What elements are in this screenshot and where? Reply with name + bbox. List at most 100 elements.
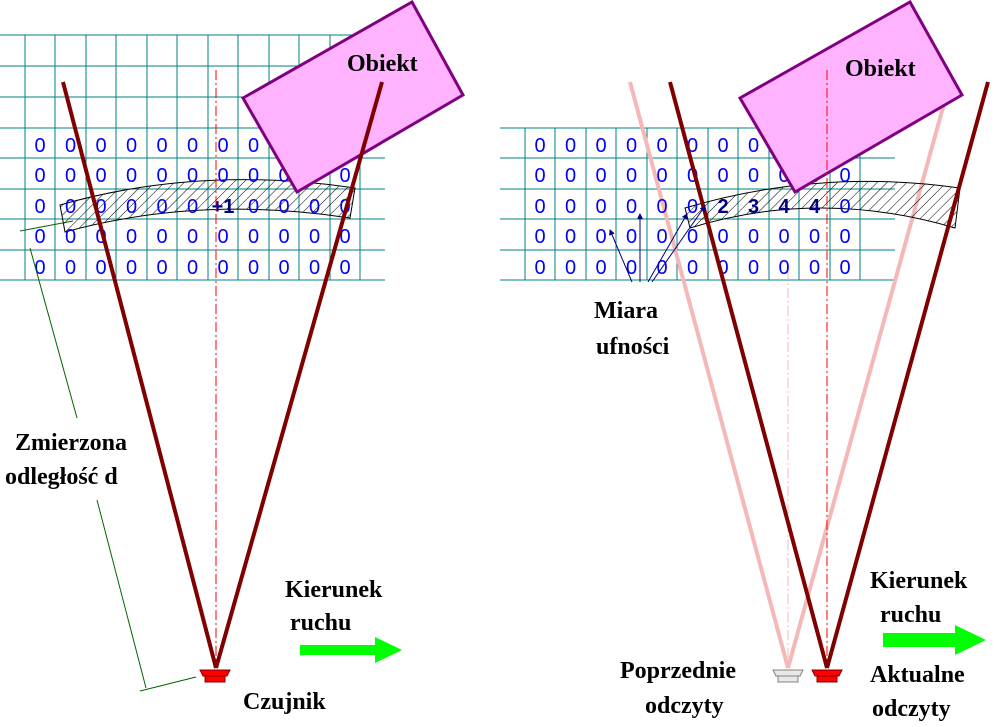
measured-distance-bracket: [19, 220, 197, 692]
grid-cell-value: 0: [626, 226, 637, 248]
grid-cell-value: 0: [778, 257, 789, 279]
grid-cell-value: 0: [278, 165, 289, 187]
grid-cell-value: 0: [687, 165, 698, 187]
grid-cell-value: 0: [65, 165, 76, 187]
grid-cell-value: 0: [278, 196, 289, 218]
grid-cell-value: 0: [217, 135, 228, 157]
grid-cell-value: 0: [717, 226, 728, 248]
grid-cell-value: 0: [809, 226, 820, 248]
grid-cell-value: 0: [565, 196, 576, 218]
grid-cell-value: 0: [95, 165, 106, 187]
grid-cell-value: 0: [565, 257, 576, 279]
grid-cell-value: 0: [126, 135, 137, 157]
grid-cell-value: 0: [748, 226, 759, 248]
grid-cell-value: 0: [595, 196, 606, 218]
current-sensor: [811, 669, 843, 683]
grid-cell-value: 0: [248, 257, 259, 279]
current-beam-left-edge: [668, 81, 829, 669]
confidence-cell-value: 4: [778, 196, 790, 218]
grid-cell-value: 0: [534, 226, 545, 248]
grid-cell-value: 0: [248, 226, 259, 248]
grid-cell-value: 0: [126, 165, 137, 187]
grid-cell-value: 0: [626, 165, 637, 187]
previous-beam-left-edge: [628, 81, 790, 669]
grid-cell-value: 0: [534, 165, 545, 187]
confidence-cell-value: 4: [809, 196, 821, 218]
grid-cell-value: 0: [126, 257, 137, 279]
grid-cell-value: 0: [65, 196, 76, 218]
grid-cell-value: 0: [687, 135, 698, 157]
left-direction-label-line1: Kierunek: [285, 577, 383, 603]
grid-cell-value: 0: [778, 226, 789, 248]
confidence-label-line1: Miara: [594, 298, 658, 324]
grid-cell-value: 0: [656, 135, 667, 157]
grid-cell-value: 0: [187, 135, 198, 157]
left-direction-label-line2: ruchu: [290, 610, 351, 636]
grid-cell-value: 0: [809, 257, 820, 279]
grid-cell-value: 0: [687, 226, 698, 248]
previous-sensor: [772, 669, 804, 683]
grid-cell-value: 0: [687, 196, 698, 218]
grid-cell-value: 0: [748, 135, 759, 157]
current-sensor-icon: [811, 669, 843, 677]
grid-cell-value: 0: [248, 165, 259, 187]
grid-cell-value: 0: [156, 135, 167, 157]
confidence-label-line2: ufności: [596, 334, 670, 360]
grid-cell-value: 0: [248, 196, 259, 218]
grid-cell-value: 0: [217, 165, 228, 187]
measured-distance-label-line1: Zmierzona: [15, 430, 127, 456]
grid-cell-value: 0: [626, 257, 637, 279]
grid-cell-value: 0: [65, 135, 76, 157]
grid-cell-value: 0: [278, 257, 289, 279]
current-beam-right-edge: [825, 81, 990, 669]
grid-cell-value: 0: [217, 226, 228, 248]
grid-cell-value: 0: [595, 226, 606, 248]
grid-cell-value: 0: [626, 196, 637, 218]
left-uncertainty-arc: [59, 179, 356, 233]
right-object: [737, 0, 965, 195]
grid-cell-value: 0: [839, 226, 850, 248]
left-sensor-icon: [199, 669, 231, 677]
grid-cell-value: 0: [156, 196, 167, 218]
grid-cell-value: 0: [65, 226, 76, 248]
left-direction-arrow-icon: [300, 637, 402, 663]
left-beam-right-edge: [214, 81, 384, 669]
grid-cell-value: 0: [656, 226, 667, 248]
grid-cell-value: 0: [156, 257, 167, 279]
grid-cell-value: 0: [248, 135, 259, 157]
grid-cell-value: 0: [565, 165, 576, 187]
grid-cell-value: 0: [748, 257, 759, 279]
confidence-cell-value: +1: [212, 196, 235, 218]
left-object: [240, 0, 466, 195]
right-direction-arrow-icon: [883, 625, 986, 655]
grid-cell-value: 0: [839, 196, 850, 218]
grid-cell-value: 0: [34, 226, 45, 248]
grid-cell-value: 0: [34, 165, 45, 187]
grid-cell-value: 0: [95, 226, 106, 248]
right-object-label: Obiekt: [845, 56, 916, 82]
grid-cell-value: 0: [595, 257, 606, 279]
grid-cell-value: 0: [339, 257, 350, 279]
grid-cell-value: 0: [595, 135, 606, 157]
current-readings-label-line2: odczyty: [872, 696, 951, 722]
grid-cell-value: 0: [839, 257, 850, 279]
grid-cell-value: 0: [626, 135, 637, 157]
grid-cell-value: 0: [595, 165, 606, 187]
sensor-label: Czujnik: [243, 689, 326, 715]
grid-cell-value: 0: [309, 257, 320, 279]
grid-cell-value: 0: [656, 165, 667, 187]
left-object-label: Obiekt: [347, 51, 418, 77]
grid-cell-value: 0: [309, 226, 320, 248]
grid-cell-value: 0: [687, 257, 698, 279]
grid-cell-value: 0: [534, 196, 545, 218]
grid-cell-value: 0: [839, 165, 850, 187]
grid-cell-value: 0: [534, 257, 545, 279]
grid-cell-value: 0: [339, 226, 350, 248]
grid-cell-value: 0: [656, 196, 667, 218]
confidence-cell-value: 2: [717, 196, 728, 218]
measured-distance-label-line2: odległość d: [5, 464, 118, 490]
grid-cell-value: 0: [34, 135, 45, 157]
previous-readings-label-line2: odczyty: [645, 693, 724, 719]
grid-cell-value: 0: [126, 226, 137, 248]
